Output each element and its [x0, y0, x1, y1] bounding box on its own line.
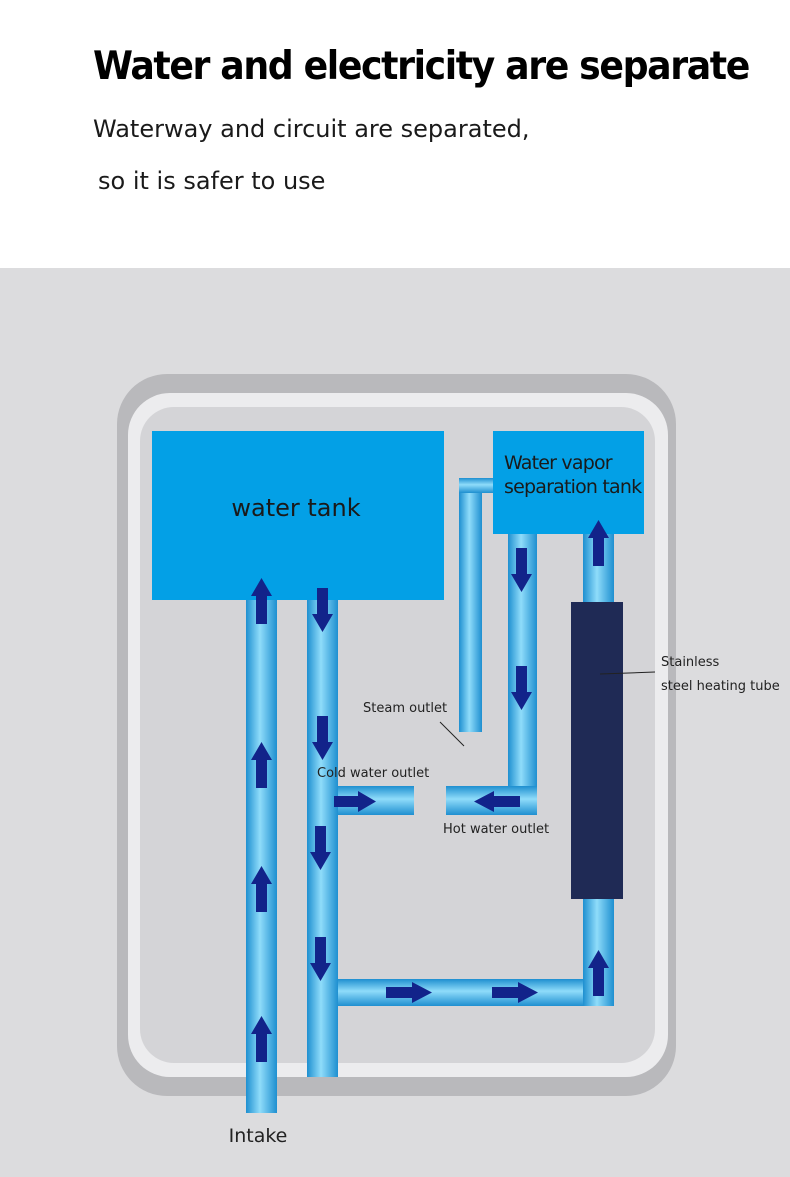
hot-water-outlet-label: Hot water outlet	[443, 822, 549, 837]
arrow-up	[251, 1016, 272, 1062]
arrow-up	[251, 742, 272, 788]
arrow-up	[588, 950, 609, 996]
arrow-up	[588, 520, 609, 566]
arrow-down	[511, 548, 532, 592]
steam-connector-pipe	[459, 478, 493, 493]
callout-labels: Steam outlet Cold water outlet Hot water…	[229, 655, 780, 1147]
steam-outlet-label: Steam outlet	[363, 701, 447, 716]
arrow-up	[251, 866, 272, 912]
arrow-up	[251, 578, 272, 624]
arrow-down	[312, 588, 333, 632]
flow-arrows	[251, 520, 609, 1062]
cold-water-outlet-label: Cold water outlet	[317, 766, 429, 781]
separation-tank-label-2: separation tank	[504, 476, 642, 498]
arrow-left	[474, 791, 520, 812]
water-tank: water tank	[152, 431, 444, 600]
arrow-down	[312, 716, 333, 760]
arrow-right	[334, 791, 376, 812]
leader-lines	[439, 671, 656, 747]
bottom-pipe	[338, 979, 614, 1006]
subtitle-line-2: so it is safer to use	[98, 167, 326, 195]
water-tank-label: water tank	[231, 494, 360, 522]
page-title: Water and electricity are separate	[93, 44, 750, 89]
separation-tank: Water vapor separation tank	[493, 431, 644, 534]
heating-tube	[571, 602, 623, 899]
intake-label: Intake	[229, 1125, 288, 1147]
heating-tube-label-1: Stainless	[661, 655, 720, 670]
separation-tank-label-1: Water vapor	[504, 452, 613, 474]
steam-pipe	[459, 478, 482, 732]
arrow-down	[310, 826, 331, 870]
header: Water and electricity are separate Water…	[0, 0, 790, 268]
arrow-down	[310, 937, 331, 981]
subtitle-line-1: Waterway and circuit are separated,	[93, 115, 530, 143]
arrow-right	[492, 982, 538, 1003]
arrow-right	[386, 982, 432, 1003]
arrow-down	[511, 666, 532, 710]
heating-tube-label-2: steel heating tube	[661, 679, 780, 694]
